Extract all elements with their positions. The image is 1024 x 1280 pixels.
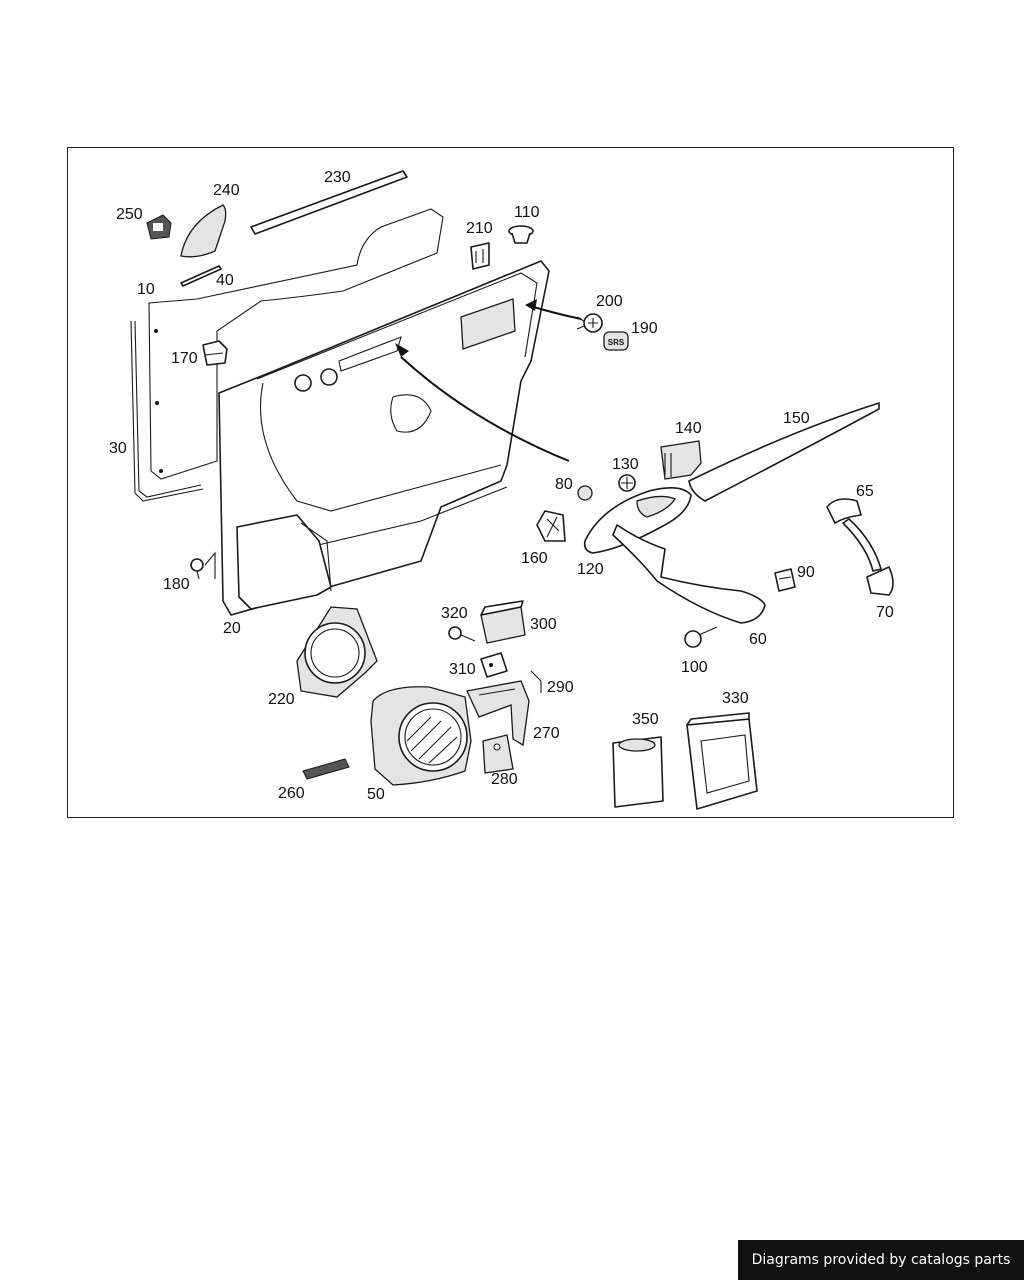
callout-290: 290: [547, 679, 574, 696]
callout-190: 190: [631, 320, 658, 337]
callout-330: 330: [722, 690, 749, 707]
clip-250: [146, 214, 172, 240]
callout-180: 180: [163, 576, 190, 593]
door-edge-seal: [130, 320, 204, 502]
screw-100: [684, 626, 718, 648]
callout-210: 210: [466, 220, 493, 237]
screw-200: [576, 313, 603, 333]
callout-170: 170: [171, 350, 198, 367]
emblem-260: [302, 758, 350, 780]
svg-text:SRS: SRS: [608, 338, 625, 347]
grab-handle: [826, 498, 894, 596]
speaker-ring-160: [536, 510, 566, 542]
screw-180: [190, 551, 216, 580]
clip-170: [202, 340, 228, 366]
callout-250: 250: [116, 206, 143, 223]
callout-120: 120: [577, 561, 604, 578]
speaker-grille-cover: [370, 686, 472, 786]
callout-10: 10: [137, 281, 155, 298]
srs-badge: SRS: [603, 331, 629, 351]
door-trim-panel: [218, 260, 550, 616]
cap-130: [618, 474, 636, 492]
cap-80: [577, 485, 593, 501]
parts-diagram-frame: SRS: [67, 147, 954, 818]
bracket-210: [470, 242, 490, 270]
vapor-barrier-sheet: [148, 208, 444, 480]
grommet-110: [508, 225, 534, 244]
callout-110: 110: [514, 204, 540, 221]
ashtray-box: [686, 712, 758, 810]
spring-290: [530, 670, 542, 693]
switch-housing: [660, 440, 702, 480]
callout-320: 320: [441, 605, 468, 622]
clip-90: [774, 568, 796, 592]
callout-230: 230: [324, 169, 351, 186]
callout-50: 50: [367, 786, 385, 803]
callout-300: 300: [530, 616, 557, 633]
bracket-310: [480, 652, 508, 678]
armrest-handle: [612, 524, 766, 624]
callout-65: 65: [856, 483, 874, 500]
callout-20: 20: [223, 620, 241, 637]
callout-140: 140: [675, 420, 702, 437]
mirror-triangle-cover: [180, 204, 227, 258]
speaker-adapter-ring: [296, 606, 378, 698]
callout-150: 150: [783, 410, 810, 427]
assembly-arrows: [395, 299, 582, 462]
credit-banner: Diagrams provided by catalogs parts: [738, 1240, 1024, 1280]
window-seal-strip: [250, 170, 408, 235]
callout-80: 80: [555, 476, 573, 493]
callout-160: 160: [521, 550, 548, 567]
callout-40: 40: [216, 272, 234, 289]
cup-holder: [612, 736, 664, 808]
trim-rod: [180, 265, 222, 287]
callout-70: 70: [876, 604, 894, 621]
callout-labels: 230 240 250 110 210 10 40 200 190 170 30…: [109, 169, 894, 803]
storage-box-300: [480, 600, 526, 644]
plate-280: [482, 734, 514, 774]
inner-handle-bezel: [583, 487, 692, 554]
bracket-housing-270: [466, 680, 530, 747]
callout-350: 350: [632, 711, 659, 728]
callout-60: 60: [749, 631, 767, 648]
callout-240: 240: [213, 182, 240, 199]
screw-320: [448, 626, 476, 642]
callout-270: 270: [533, 725, 560, 742]
parts-diagram: SRS: [109, 169, 894, 810]
callout-130: 130: [612, 456, 639, 473]
armrest-trim-strip: [688, 402, 880, 502]
credit-text: Diagrams provided by catalogs parts: [751, 1252, 1011, 1268]
callout-310: 310: [449, 661, 476, 678]
callout-280: 280: [491, 771, 518, 788]
callout-220: 220: [268, 691, 295, 708]
callout-200: 200: [596, 293, 623, 310]
callout-30: 30: [109, 440, 127, 457]
callout-90: 90: [797, 564, 815, 581]
callout-260: 260: [278, 785, 305, 802]
callout-100: 100: [681, 659, 708, 676]
